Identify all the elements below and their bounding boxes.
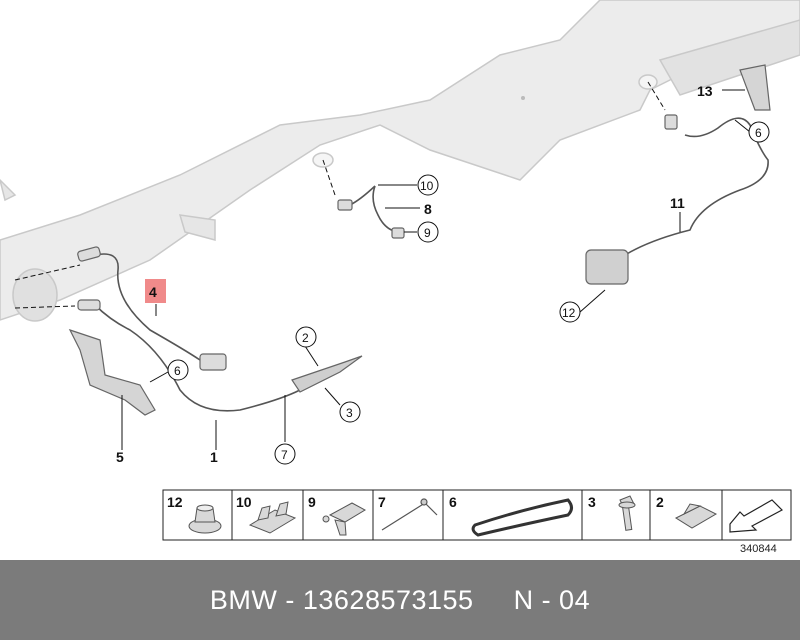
footer-bar: BMW - 13628573155 N - 04 bbox=[0, 560, 800, 640]
circled-callouts bbox=[167, 121, 770, 465]
callout-8[interactable]: 8 bbox=[424, 201, 432, 217]
sensor-probes bbox=[68, 64, 771, 416]
callout-12[interactable]: 12 bbox=[562, 306, 576, 320]
callout-2[interactable]: 2 bbox=[302, 331, 309, 345]
callout-11[interactable]: 11 bbox=[670, 195, 685, 211]
bracket-clip-icon bbox=[322, 502, 367, 536]
spring-nut-icon bbox=[674, 503, 718, 529]
nut-icon bbox=[188, 504, 222, 534]
emblem-dot bbox=[521, 96, 525, 100]
legend-label-2: 2 bbox=[656, 494, 664, 510]
parts-diagram: 4 5 1 8 11 13 6 2 3 7 10 9 12 6 12 10 bbox=[0, 0, 800, 555]
callout-6-left[interactable]: 6 bbox=[174, 364, 181, 378]
callout-10[interactable]: 10 bbox=[420, 179, 434, 193]
leader-lines bbox=[14, 81, 751, 450]
reference-number: 340844 bbox=[740, 543, 777, 555]
callout-4-highlight bbox=[145, 279, 166, 303]
grommet-band-icon bbox=[471, 498, 573, 537]
page-indicator: N - 04 bbox=[513, 584, 591, 615]
exhaust-assembly bbox=[0, 0, 800, 322]
callout-1[interactable]: 1 bbox=[210, 449, 218, 465]
unit-arrow-icon bbox=[729, 499, 783, 533]
legend-label-10: 10 bbox=[236, 494, 252, 510]
callout-9[interactable]: 9 bbox=[424, 226, 431, 240]
cable-tie-icon bbox=[381, 498, 438, 531]
legend-strip: 12 10 9 7 6 3 2 bbox=[162, 489, 792, 541]
legend-label-12: 12 bbox=[167, 494, 183, 510]
legend-label-6: 6 bbox=[449, 494, 457, 510]
legend-label-3: 3 bbox=[588, 494, 596, 510]
cable-clip-icon bbox=[248, 501, 297, 534]
brand-part-number: BMW - 13628573155 bbox=[209, 584, 474, 615]
sensor-cables bbox=[94, 117, 769, 412]
legend-label-9: 9 bbox=[308, 494, 316, 510]
legend-label-7: 7 bbox=[378, 494, 386, 510]
callout-6-right[interactable]: 6 bbox=[755, 126, 762, 140]
callout-3[interactable]: 3 bbox=[346, 406, 353, 420]
callout-13[interactable]: 13 bbox=[697, 83, 713, 99]
callout-5[interactable]: 5 bbox=[116, 449, 124, 465]
callout-7[interactable]: 7 bbox=[281, 448, 288, 462]
bolt-icon bbox=[618, 495, 636, 531]
callout-4[interactable]: 4 bbox=[149, 284, 157, 300]
